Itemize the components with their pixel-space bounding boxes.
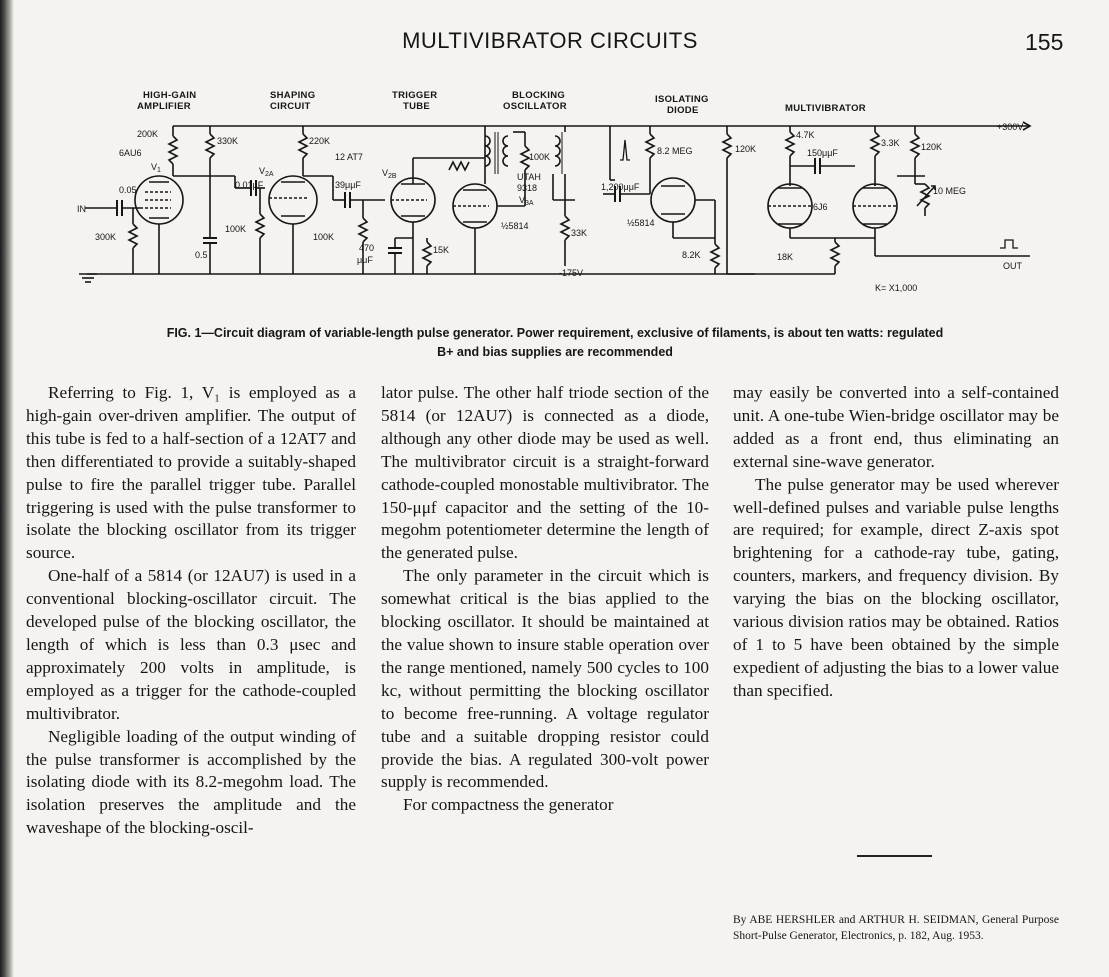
- schematic-svg: HIGH-GAIN AMPLIFIER SHAPING CIRCUIT TRIG…: [77, 90, 1032, 293]
- page-binding-edge: [0, 0, 14, 977]
- value-c470: 470: [359, 243, 374, 253]
- caption-line-1: FIG. 1—Circuit diagram of variable-lengt…: [166, 326, 944, 340]
- value-220k: 220K: [309, 136, 330, 146]
- r33k-b-resistor: [869, 131, 881, 157]
- value-c39: 39μμF: [335, 180, 361, 190]
- paragraph: For compactness the generator: [403, 795, 614, 815]
- r120k-a-resistor: [721, 133, 733, 159]
- caption-line-2: B+ and bias supplies are recommended: [437, 345, 673, 359]
- r200k-resistor: [167, 135, 179, 165]
- r82k-resistor: [709, 243, 721, 269]
- value-47k: 4.7K: [796, 130, 815, 140]
- running-head: MULTIVIBRATOR CIRCUITS 155: [0, 28, 1109, 58]
- supply-label: +300V: [997, 122, 1023, 132]
- pot-10meg: [919, 183, 931, 209]
- r15k-resistor: [421, 241, 433, 267]
- running-title: MULTIVIBRATOR CIRCUITS: [402, 28, 698, 53]
- value-6au6: 6AU6: [119, 148, 142, 158]
- text-column-2: lator pulse. The other half triode secti…: [381, 382, 709, 817]
- label-isolating: ISOLATING: [655, 94, 709, 105]
- value-15k: 15K: [433, 245, 449, 255]
- value-100k-c: 100K: [529, 152, 550, 162]
- value-120k-b: 120K: [921, 142, 942, 152]
- r220k-resistor: [297, 133, 309, 159]
- paragraph: One-half of a 5814 (or 12AU7) is used in…: [26, 566, 356, 723]
- value-xfmr-9318: 9318: [517, 183, 537, 193]
- label-trigger: TRIGGER: [392, 90, 437, 101]
- value-82k: 8.2K: [682, 250, 701, 260]
- value-v3a: V3A: [519, 195, 534, 207]
- page-number: 155: [1025, 29, 1064, 55]
- r33k-resistor: [559, 215, 571, 241]
- paragraph: Referring to Fig. 1, V₁ is employed as a…: [26, 383, 356, 563]
- label-diode: DIODE: [667, 105, 699, 116]
- value-xfmr-utah: UTAH: [517, 172, 541, 182]
- value-pot: 10 MEG: [933, 186, 966, 196]
- paragraph: may easily be converted into a self-cont…: [733, 383, 1059, 471]
- value-33k: 33K: [571, 228, 587, 238]
- value-33k-b: 3.3K: [881, 138, 900, 148]
- value-v2b: V2B: [382, 168, 397, 180]
- value-100k-a: 100K: [225, 224, 246, 234]
- value-5814-b: ½5814: [627, 218, 655, 228]
- r100k-c-resistor: [519, 145, 531, 171]
- section-rule: [857, 855, 932, 857]
- value-c150: 150μμF: [807, 148, 838, 158]
- paragraph: The pulse generator may be used wherever…: [733, 474, 1059, 700]
- value-200k: 200K: [137, 129, 158, 139]
- figure-caption: FIG. 1—Circuit diagram of variable-lengt…: [50, 324, 1060, 362]
- value-6j6: 6J6: [813, 202, 828, 212]
- label-tube: TUBE: [403, 101, 430, 112]
- label-oscillator: OSCILLATOR: [503, 101, 567, 112]
- value-120k-a: 120K: [735, 144, 756, 154]
- value-330k: 330K: [217, 136, 238, 146]
- xfmr-secondary: [502, 135, 509, 167]
- paragraph: lator pulse. The other half triode secti…: [381, 383, 709, 563]
- input-label: IN: [77, 204, 86, 214]
- r100k-b-resistor: [357, 217, 369, 243]
- value-bias: -175V: [559, 268, 583, 278]
- r47k-resistor: [784, 131, 796, 157]
- r100k-a-resistor: [254, 213, 266, 239]
- label-blocking: BLOCKING: [512, 90, 565, 101]
- value-v2a: V2A: [259, 166, 274, 178]
- value-c005: 0.05: [119, 185, 137, 195]
- value-c001: 0.01μF: [235, 180, 264, 190]
- r120k-b-resistor: [909, 133, 921, 159]
- text-column-1: Referring to Fig. 1, V₁ is employed as a…: [26, 382, 356, 840]
- output-label: OUT: [1003, 261, 1023, 271]
- byline-reference: By ABE HERSHLER and ARTHUR H. SEIDMAN, G…: [733, 914, 1059, 942]
- value-100k-b: 100K: [313, 232, 334, 242]
- label-circuit: CIRCUIT: [270, 101, 311, 112]
- value-18k: 18K: [777, 252, 793, 262]
- r330k-resistor: [204, 133, 216, 159]
- value-c1200: 1,200μμF: [601, 182, 640, 192]
- tube-v1: [134, 175, 184, 225]
- value-300k: 300K: [95, 232, 116, 242]
- label-multivibrator: MULTIVIBRATOR: [785, 103, 866, 114]
- label-amplifier: AMPLIFIER: [137, 101, 191, 112]
- text-column-3: may easily be converted into a self-cont…: [733, 382, 1059, 703]
- value-12at7: 12 AT7: [335, 152, 363, 162]
- value-82meg: 8.2 MEG: [657, 146, 693, 156]
- r82meg-resistor: [644, 133, 656, 159]
- label-high-gain: HIGH-GAIN: [143, 90, 196, 101]
- xfmr-primary: [484, 135, 491, 167]
- multiplier-note: K= X1,000: [875, 283, 917, 293]
- xfmr-output: [554, 135, 561, 167]
- paragraph: The only parameter in the circuit which …: [381, 566, 709, 792]
- label-shaping: SHAPING: [270, 90, 315, 101]
- circuit-diagram: HIGH-GAIN AMPLIFIER SHAPING CIRCUIT TRIG…: [55, 88, 1065, 298]
- value-c470-unit: μμF: [357, 255, 373, 265]
- r18k-resistor: [829, 241, 841, 267]
- value-5814-a: ½5814: [501, 221, 529, 231]
- value-v1: V1: [151, 162, 161, 174]
- r300k-resistor: [127, 223, 139, 249]
- paragraph: Negligible loading of the output winding…: [26, 726, 356, 838]
- tube-diode: [650, 177, 696, 223]
- value-c05: 0.5: [195, 250, 208, 260]
